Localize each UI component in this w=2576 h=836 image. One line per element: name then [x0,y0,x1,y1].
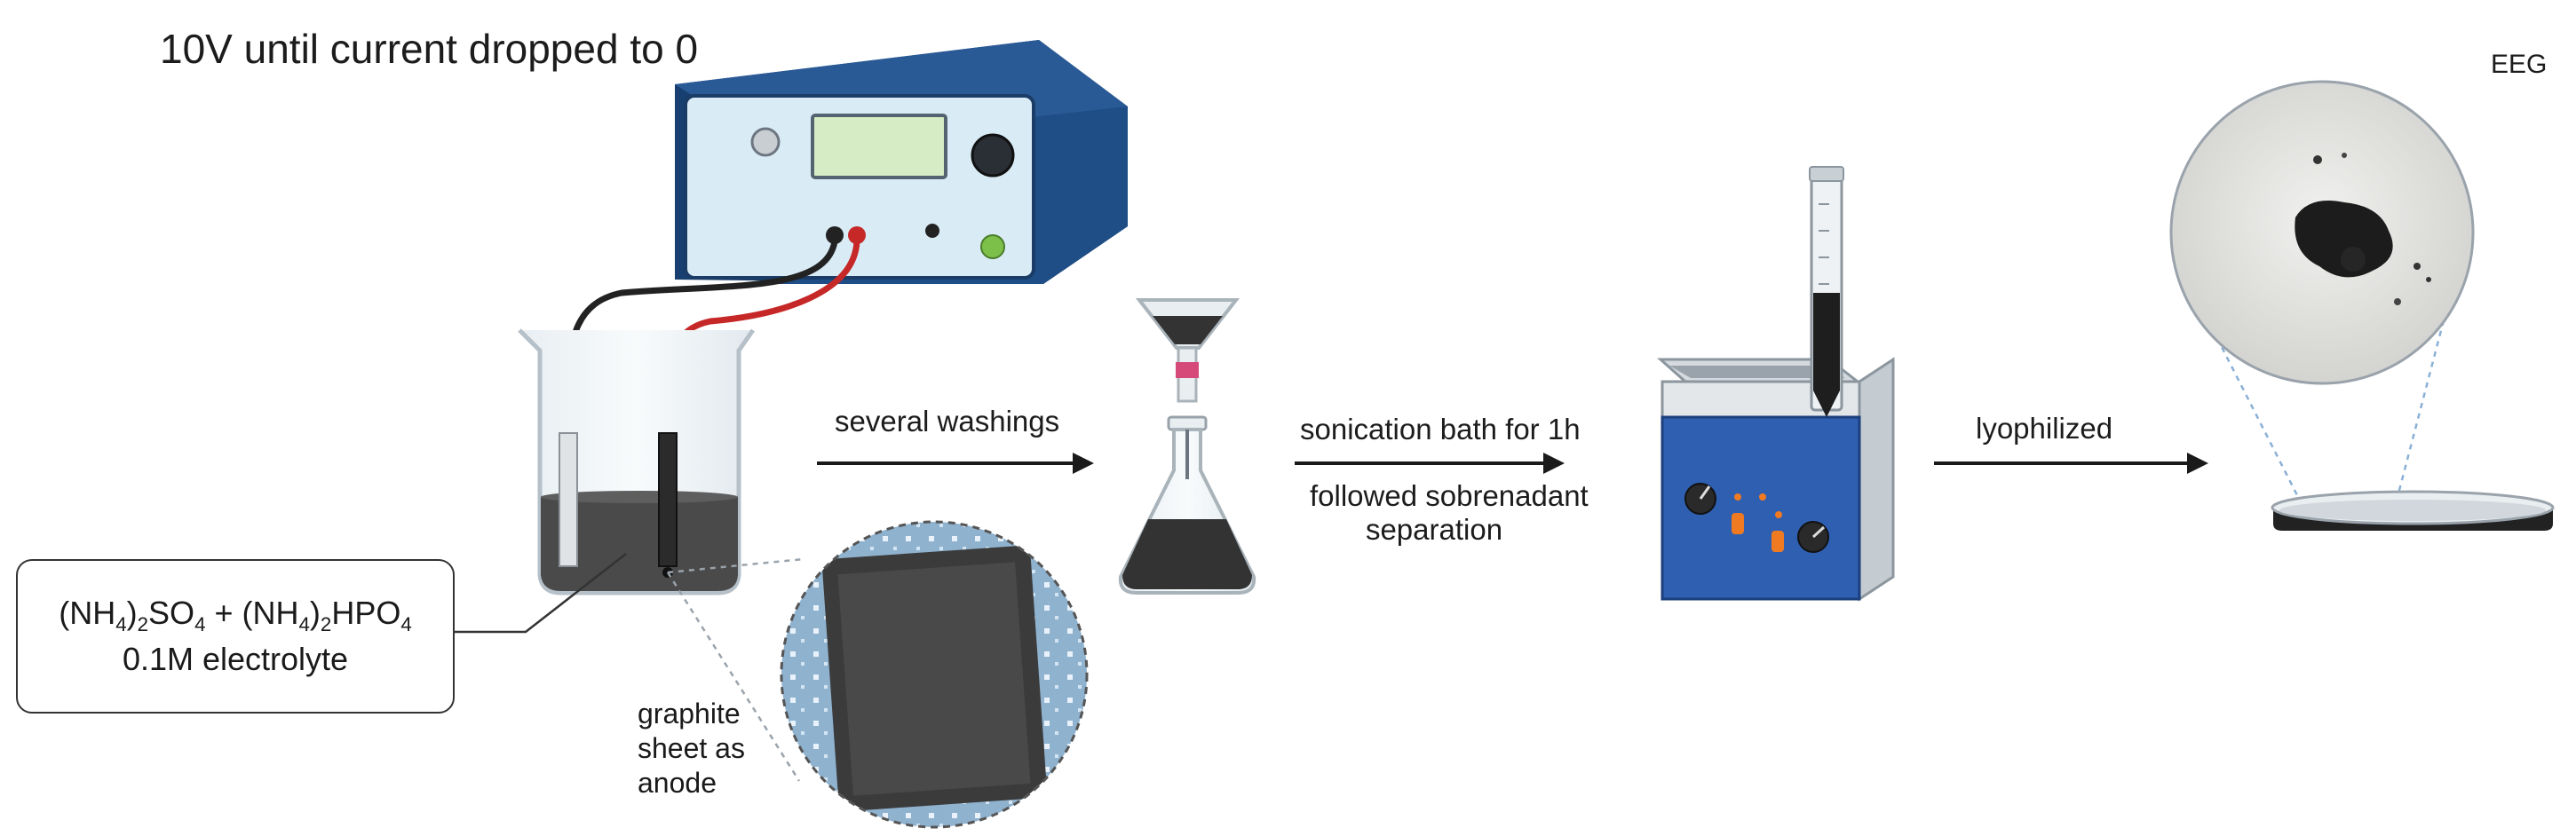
timer-knob-marker [1699,485,1711,500]
positive-terminal-icon [848,226,866,244]
flask-stopper [1167,415,1208,431]
electrolyte-formula: (NH4)2SO4 + (NH4)2HPO4 [59,594,412,635]
eeg-speck [2342,153,2347,158]
arrow-sonication-head [1543,453,1565,474]
zoom-line-right [2396,299,2451,498]
magnifier-line-top [667,557,805,574]
filter-clamp [1176,362,1199,378]
eeg-speck [2313,155,2322,164]
indicator-dot-1 [1734,493,1741,501]
heat-knob-marker [1811,525,1826,539]
eeg-label: EEG [2491,50,2548,79]
tube-dispersion [1813,293,1840,417]
arrow-washing-head [1073,453,1094,474]
beaker [518,328,756,595]
washing-step-label: several washings [835,405,1060,438]
indicator-dot-3 [1775,511,1782,518]
tube-cap [1809,166,1844,182]
status-led-icon [980,234,1005,259]
eeg-speck [2394,298,2401,305]
graphite-sheen [837,562,1031,796]
electrolyte-leader-line [451,553,627,634]
funnel-slurry [1153,316,1223,344]
graphite-anode-electrode [658,432,678,567]
liquid-surface [541,491,738,503]
sonication-step-label: sonication bath for 1h [1300,413,1581,446]
petri-dish-with-eeg [2169,80,2555,531]
ultrasonic-bath [1657,166,1895,602]
indicator-dot-2 [1759,493,1766,501]
power-switch-icon [1732,513,1744,534]
photo-ring [2169,80,2475,385]
magnifier-ring [780,520,1089,829]
indicator-light-icon [750,127,781,157]
voltage-knob-icon [971,133,1015,177]
eeg-speck [2414,263,2421,270]
electrolyte-concentration: 0.1M electrolyte [122,640,349,677]
eeg-speck [2426,277,2431,282]
filtrate-liquid [1122,519,1252,589]
cathode-electrode [559,432,578,567]
power-button-icon [925,224,939,238]
magnifier-line-bottom [666,572,801,782]
electrolyte-liquid [541,497,738,591]
power-supply [675,40,1128,284]
separation-step-label: followed sobrenadant separation [1310,479,1589,546]
page-title: 10V until current dropped to 0 [160,26,699,72]
electrolyte-label-box: (NH4)2SO4 + (NH4)2HPO4 0.1M electrolyte [16,559,455,714]
power-supply-display [811,114,947,179]
bath-opening [1669,366,1845,378]
petri-dish-inner [2279,500,2546,521]
graphite-sheet-magnifier [780,520,1089,829]
filtration-setup [1118,298,1256,595]
bath-side [1858,357,1895,602]
sonic-switch-icon [1771,531,1784,552]
lyophilized-step-label: lyophilized [1976,412,2113,445]
anode-label: graphite sheet as anode [638,698,745,800]
eeg-powder [2295,201,2393,278]
arrow-lyophilized-head [2187,453,2208,474]
negative-terminal-icon [826,226,844,244]
eeg-flake [2341,247,2366,272]
